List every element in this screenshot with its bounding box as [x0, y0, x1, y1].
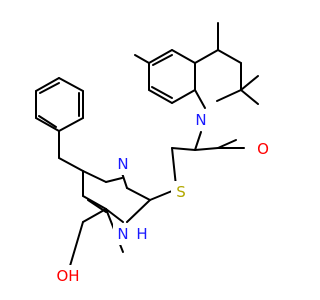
- bond: [148, 49, 173, 64]
- bond: [35, 117, 60, 132]
- bond: [58, 117, 84, 132]
- bond: [87, 199, 107, 213]
- atom-labels: N O S N N H OH: [52, 109, 273, 287]
- bond: [194, 89, 206, 109]
- label-bg: [113, 223, 133, 245]
- bond: [151, 86, 173, 99]
- bond: [194, 49, 219, 64]
- bond: [82, 195, 107, 210]
- bond: [39, 82, 60, 94]
- label-bg: [134, 223, 150, 245]
- label-bg: [52, 265, 84, 287]
- bond: [38, 115, 57, 128]
- bond: [134, 54, 150, 64]
- bond: [171, 147, 177, 187]
- bond: [105, 177, 123, 183]
- bond: [58, 157, 84, 172]
- label-bg: [113, 153, 133, 175]
- bond: [194, 147, 219, 151]
- bond: [105, 208, 124, 223]
- bond-lines: [35, 22, 259, 267]
- atom-n-ring: N: [195, 111, 206, 129]
- label-bg: [253, 138, 273, 160]
- atom-o-ketone: O: [257, 140, 269, 158]
- bond: [194, 131, 202, 151]
- bond: [217, 49, 242, 64]
- atom-s-thio: S: [176, 183, 186, 201]
- bond: [148, 89, 173, 104]
- bond: [35, 77, 60, 92]
- label-bg: [191, 109, 211, 131]
- bond: [149, 190, 173, 201]
- atom-nh-pyrimidine: N: [117, 225, 128, 243]
- bond: [126, 187, 151, 201]
- atom-h-pyrimidine: H: [136, 225, 147, 243]
- bond: [82, 208, 107, 223]
- bond: [171, 49, 196, 64]
- bond: [126, 199, 151, 223]
- atom-n-pyrimidine: N: [117, 155, 128, 173]
- bond: [240, 75, 259, 91]
- bond: [171, 147, 196, 151]
- bond: [171, 89, 196, 104]
- bond: [58, 77, 84, 92]
- bond: [217, 139, 237, 149]
- bond: [82, 170, 107, 183]
- bond: [121, 172, 128, 189]
- bond: [152, 54, 173, 66]
- bond: [69, 221, 84, 267]
- bond: [216, 89, 242, 102]
- bond: [240, 89, 259, 105]
- label-bg: [171, 181, 191, 203]
- molecule-structure: N O S N N H OH: [35, 22, 273, 287]
- atom-oh-pyrimidine: OH: [56, 267, 79, 285]
